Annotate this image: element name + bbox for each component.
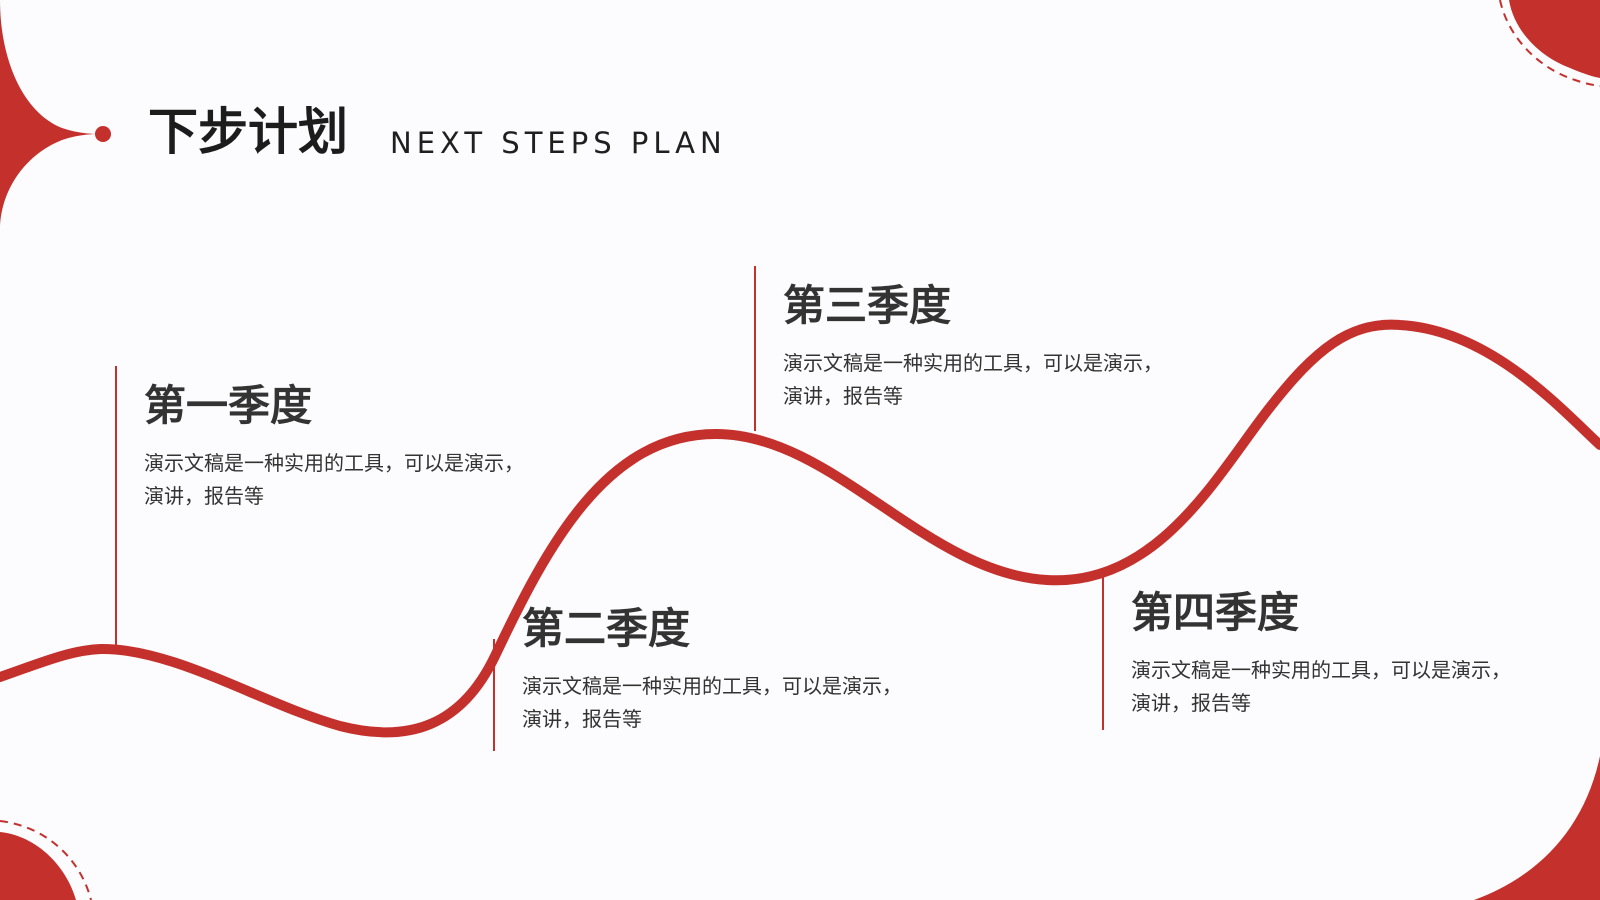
progress-wave-line — [0, 319, 1600, 738]
quarter-2-description: 演示文稿是一种实用的工具，可以是演示，演讲，报告等 — [522, 674, 902, 731]
quarter-3-block: 第三季度 演示文稿是一种实用的工具，可以是演示，演讲，报告等 — [783, 281, 1203, 413]
bottom-left-corner-accent — [0, 832, 76, 900]
quarter-3-description: 演示文稿是一种实用的工具，可以是演示，演讲，报告等 — [783, 351, 1163, 408]
top-right-dashed-arc — [1499, 0, 1600, 87]
quarter-1-title: 第一季度 — [144, 381, 313, 430]
quarter-4-description: 演示文稿是一种实用的工具，可以是演示，演讲，报告等 — [1131, 658, 1511, 715]
bottom-right-corner-accent — [1474, 756, 1600, 900]
quarter-2-block: 第二季度 演示文稿是一种实用的工具，可以是演示，演讲，报告等 — [522, 604, 942, 736]
page-subtitle: NEXT STEPS PLAN — [390, 126, 727, 160]
quarter-1-block: 第一季度 演示文稿是一种实用的工具，可以是演示，演讲，报告等 — [144, 381, 564, 513]
quarter-4-title: 第四季度 — [1131, 588, 1300, 637]
page-title: 下步计划 — [148, 103, 348, 161]
left-edge-accent — [0, 0, 103, 230]
title-dot-icon — [95, 126, 111, 142]
top-right-corner-accent — [1509, 0, 1600, 78]
quarter-2-title: 第二季度 — [522, 604, 691, 653]
quarter-4-block: 第四季度 演示文稿是一种实用的工具，可以是演示，演讲，报告等 — [1131, 588, 1551, 720]
quarter-1-description: 演示文稿是一种实用的工具，可以是演示，演讲，报告等 — [144, 451, 524, 508]
quarter-3-title: 第三季度 — [783, 281, 952, 330]
bottom-left-dashed-arc — [0, 820, 92, 900]
